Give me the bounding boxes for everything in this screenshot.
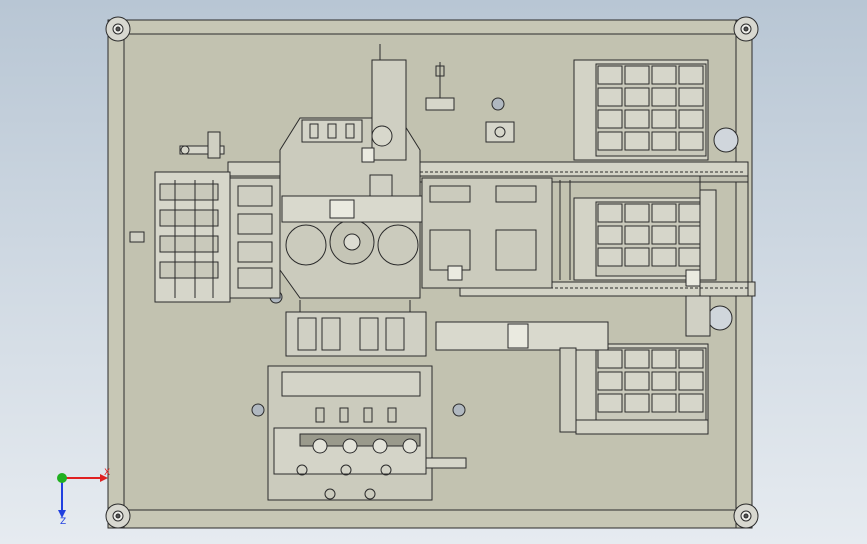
left-loading-station[interactable] [129, 171, 281, 303]
tray-cell [678, 109, 704, 129]
axis-x-label: X [104, 468, 110, 478]
tray-cell [678, 65, 704, 85]
tray-cell [597, 87, 623, 107]
tray-cells [597, 65, 704, 413]
tray-cell [651, 65, 677, 85]
tray-cell [624, 247, 650, 267]
tray-cell [624, 203, 650, 223]
tray-cell [651, 203, 677, 223]
pneumatic-cylinder-left[interactable] [179, 131, 225, 159]
tray-cell [651, 225, 677, 245]
corner-bolt-top-right [733, 16, 759, 42]
tray-cell [624, 393, 650, 413]
tray-cell [651, 247, 677, 267]
tray-cell [624, 131, 650, 151]
bottom-belt-conveyor[interactable] [435, 321, 709, 435]
tray-cell [597, 131, 623, 151]
tray-cell [597, 393, 623, 413]
tray-cell [624, 87, 650, 107]
tray-cell [597, 247, 623, 267]
tray-cell [651, 109, 677, 129]
right-vertical-slide[interactable] [685, 189, 717, 337]
mounting-holes [251, 97, 739, 417]
tray-cell [597, 225, 623, 245]
tray-cell [624, 109, 650, 129]
tray-cell [651, 131, 677, 151]
tray-cell [678, 247, 704, 267]
corner-bolt-top-left [105, 16, 131, 42]
tray-cell [597, 65, 623, 85]
tray-cell [597, 203, 623, 223]
tray-cell [678, 349, 704, 369]
tray-cell [624, 225, 650, 245]
top-fitting-a [425, 62, 455, 111]
tray-cell [651, 393, 677, 413]
tray-cell [651, 371, 677, 391]
tray-cell [678, 371, 704, 391]
tray-cell [678, 131, 704, 151]
tray-cell [651, 87, 677, 107]
tray-cell [678, 203, 704, 223]
axis-z-label: Z [60, 517, 66, 527]
tray-cell [678, 225, 704, 245]
top-fitting-b [485, 121, 515, 143]
bottom-assembly-station[interactable] [267, 365, 467, 501]
tray-cell [597, 109, 623, 129]
tray-cell [597, 349, 623, 369]
corner-bolt-bottom-right [733, 503, 759, 529]
tray-cell [597, 371, 623, 391]
vertical-feed-column[interactable] [361, 44, 407, 198]
tray-cell [624, 371, 650, 391]
tray-cell [678, 87, 704, 107]
tray-cell [678, 393, 704, 413]
axis-triad [57, 473, 108, 518]
mid-fixture-row[interactable] [285, 300, 427, 357]
tray-cell [624, 349, 650, 369]
center-right-housing[interactable] [421, 177, 571, 289]
tray-cell [624, 65, 650, 85]
tray-cell [651, 349, 677, 369]
corner-bolt-bottom-left [105, 503, 131, 529]
